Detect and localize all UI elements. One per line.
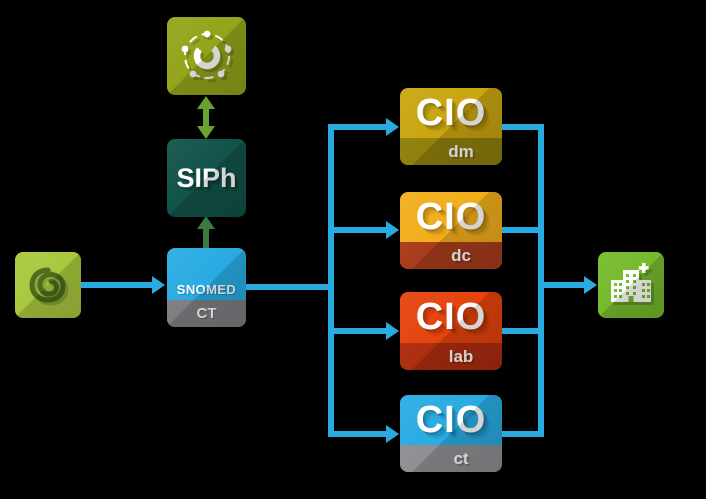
edge-trunk-cio-lab-line xyxy=(334,328,386,334)
cio-dm-sublabel: dm xyxy=(448,141,474,161)
node-cio-ct: CIO ct xyxy=(400,395,502,472)
edge-merge-hospital-arrowhead xyxy=(584,276,597,294)
node-analytics xyxy=(167,17,246,95)
edge-siph-analytics-line xyxy=(203,107,209,129)
fanout-trunk-line xyxy=(328,124,334,437)
edge-snomed-trunk-line xyxy=(246,284,332,290)
node-snomed: SNOMED CT xyxy=(167,248,246,327)
edge-source-snomed-arrowhead xyxy=(152,276,165,294)
edge-source-snomed-line xyxy=(81,282,153,288)
cio-dc-label: CIO xyxy=(415,195,487,238)
node-cio-dm: CIO dm xyxy=(400,88,502,165)
edge-trunk-cio-ct-arrowhead xyxy=(386,425,399,443)
siph-label: SIPh xyxy=(176,162,237,193)
edge-trunk-cio-dm-arrowhead xyxy=(386,118,399,136)
edge-trunk-cio-dc-line xyxy=(334,227,386,233)
snomed-sublabel: CT xyxy=(196,305,217,322)
node-hospital xyxy=(598,252,664,318)
edge-cio-dc-merge-line xyxy=(502,227,544,233)
cio-lab-label: CIO xyxy=(415,296,487,338)
cio-ct-label: CIO xyxy=(415,398,487,441)
cio-lab-sublabel: lab xyxy=(448,346,474,366)
edge-trunk-cio-ct-line xyxy=(334,431,386,437)
node-siph: SIPh xyxy=(167,139,246,217)
cio-dm-label: CIO xyxy=(415,91,487,134)
cio-dc-sublabel: dc xyxy=(451,245,471,265)
edge-cio-lab-merge-line xyxy=(502,328,544,334)
cio-ct-sublabel: ct xyxy=(453,448,469,468)
snomed-label: SNOMED xyxy=(176,282,237,297)
node-cio-lab: CIO lab xyxy=(400,292,502,370)
node-cio-dc: CIO dc xyxy=(400,192,502,269)
edge-snomed-siph-arrowhead xyxy=(197,216,215,229)
snail-spiral-icon xyxy=(29,267,66,303)
edge-merge-hospital-line xyxy=(544,282,584,288)
edge-trunk-cio-dm-line xyxy=(334,124,386,130)
edge-snomed-siph-line xyxy=(203,226,209,248)
merge-trunk-line xyxy=(538,124,544,437)
edge-siph-analytics-arrowhead-up xyxy=(197,96,215,109)
edge-trunk-cio-dc-arrowhead xyxy=(386,221,399,239)
edge-cio-ct-merge-line xyxy=(502,431,544,437)
edge-cio-dm-merge-line xyxy=(502,124,544,130)
donut-chart-network-icon xyxy=(181,30,231,79)
hospital-building-icon xyxy=(611,263,651,302)
node-source xyxy=(15,252,81,318)
edge-trunk-cio-lab-arrowhead xyxy=(386,322,399,340)
edge-siph-analytics-arrowhead-down xyxy=(197,126,215,139)
